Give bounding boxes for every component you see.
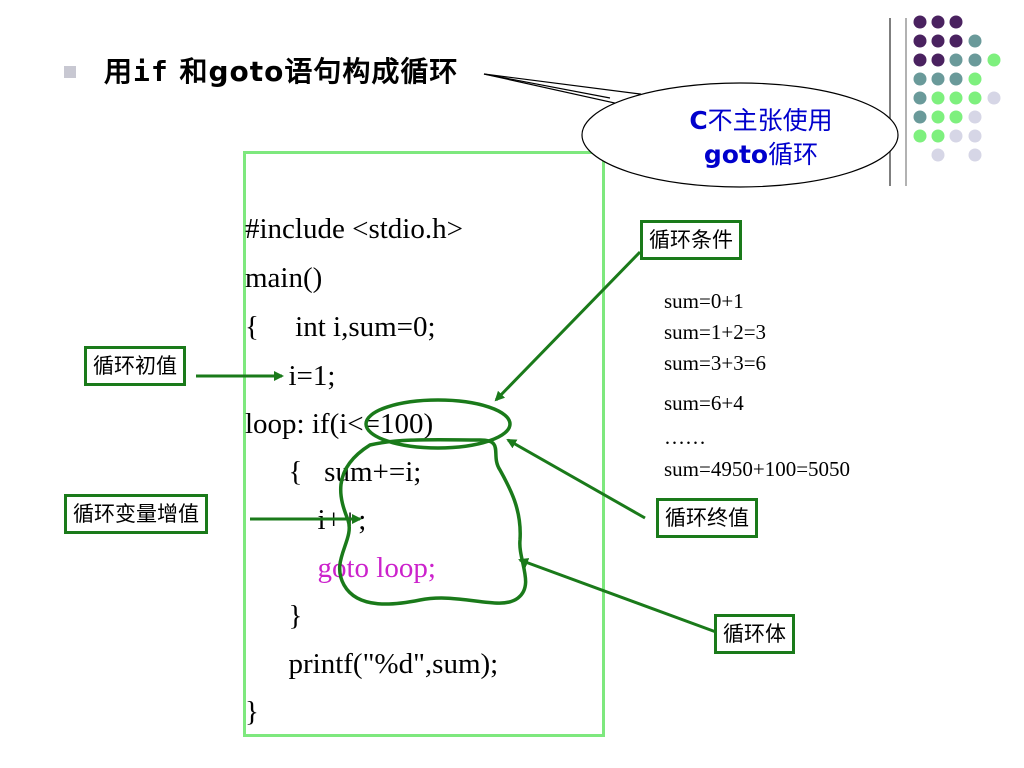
code-line-main: main() <box>245 262 323 294</box>
sum-trace-line: sum=3+3=6 <box>664 351 767 375</box>
decorative-dot <box>931 110 945 124</box>
bubble-line1-rest: 不主张使用 <box>707 106 833 135</box>
code-line-goto: goto loop; <box>245 552 436 584</box>
label-loop-body: 循环体 <box>714 614 795 654</box>
bullet-square-icon <box>64 66 76 78</box>
decorative-dot <box>968 148 982 162</box>
slide-title: 用if 和goto语句构成循环 <box>104 50 458 90</box>
title-middle: 和 <box>168 55 209 88</box>
label-loop-final: 循环终值 <box>656 498 758 538</box>
decorative-dot <box>987 53 1001 67</box>
decorative-dot <box>913 129 927 143</box>
decorative-dot <box>913 53 927 67</box>
code-line-end-brace: } <box>245 696 259 728</box>
code-line-loop-if: loop: if(i<=100) <box>245 408 434 440</box>
label-loop-init: 循环初值 <box>84 346 186 386</box>
decorative-dot <box>968 110 982 124</box>
sum-trace-line: sum=0+1 <box>664 289 744 313</box>
label-loop-condition: 循环条件 <box>640 220 742 260</box>
decorative-dot <box>949 15 963 29</box>
decorative-dot <box>931 129 945 143</box>
bubble-line1-latin: C <box>689 106 708 135</box>
decorative-dot <box>949 53 963 67</box>
decorative-dot <box>968 72 982 86</box>
decorative-dot <box>913 91 927 105</box>
decorative-dot <box>931 91 945 105</box>
sum-trace-line: sum=6+4 <box>664 391 744 415</box>
decorative-dot <box>931 53 945 67</box>
code-line-declare: { int i,sum=0; <box>245 311 436 343</box>
bubble-line2-latin: goto <box>703 140 769 169</box>
decorative-dot <box>913 15 927 29</box>
decorative-dot <box>968 91 982 105</box>
decorative-dot <box>913 34 927 48</box>
sum-trace-line: sum=1+2=3 <box>664 320 767 344</box>
code-line-close-brace: } <box>245 600 303 632</box>
title-keyword-goto: goto <box>208 55 285 88</box>
decorative-dot <box>931 148 945 162</box>
decorative-dot <box>913 110 927 124</box>
decorative-dot <box>913 72 927 86</box>
title-prefix: 用 <box>104 55 134 88</box>
decorative-dot <box>968 129 982 143</box>
decorative-dot <box>968 53 982 67</box>
decorative-dot <box>949 72 963 86</box>
code-line-printf: printf("%d",sum); <box>245 648 499 680</box>
code-line-include: #include <stdio.h> <box>245 213 463 245</box>
sum-trace-line: sum=4950+100=5050 <box>664 457 851 481</box>
code-line-init: i=1; <box>245 360 336 392</box>
decorative-dot <box>931 15 945 29</box>
decorative-dot <box>931 34 945 48</box>
decorative-dot <box>987 91 1001 105</box>
decorative-dot <box>968 34 982 48</box>
title-keyword-if: if <box>133 55 169 88</box>
decorative-dot <box>949 129 963 143</box>
code-line-increment: i++; <box>245 504 367 536</box>
title-suffix: 语句构成循环 <box>284 55 459 88</box>
code-line-sum: { sum+=i; <box>245 456 422 488</box>
decorative-dot <box>949 91 963 105</box>
label-loop-increment: 循环变量增值 <box>64 494 208 534</box>
decorative-dot <box>931 72 945 86</box>
sum-trace-line: …… <box>664 425 706 449</box>
decorative-dot <box>949 34 963 48</box>
bubble-line2-rest: 循环 <box>768 140 819 169</box>
bubble-text: C不主张使用 goto循环 <box>636 104 886 172</box>
decorative-dot <box>949 110 963 124</box>
